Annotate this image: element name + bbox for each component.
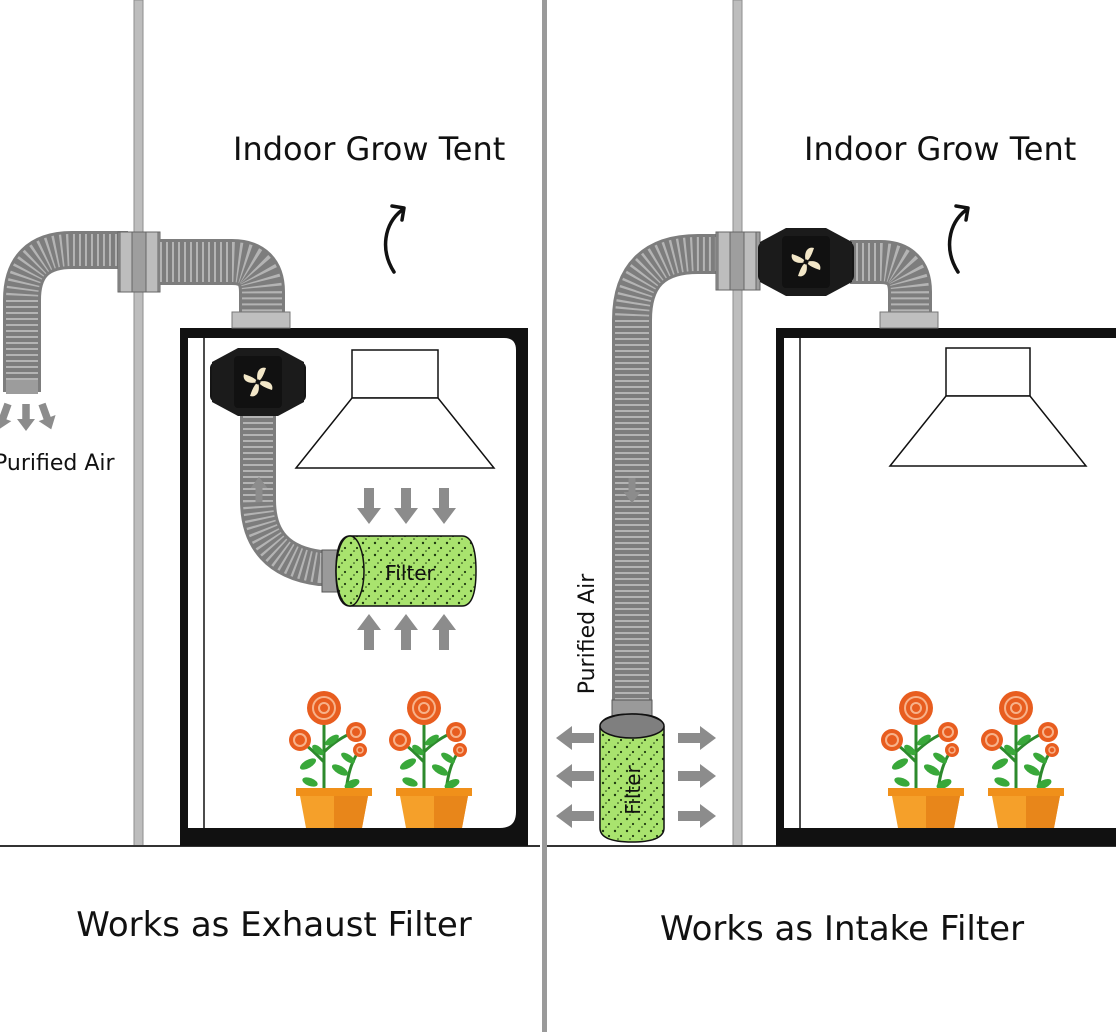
arrow-icon	[556, 804, 594, 828]
wall-post	[732, 0, 743, 847]
wall-post	[133, 0, 144, 847]
exhaust-duct	[3, 231, 342, 586]
filter-label: Filter	[385, 561, 435, 585]
arrow-icon	[678, 804, 716, 828]
flower-pot-icon	[979, 689, 1066, 830]
arrow-icon	[17, 404, 35, 431]
arrow-icon	[678, 726, 716, 750]
arrow-icon	[33, 400, 60, 433]
tent-label: Indoor Grow Tent	[233, 130, 505, 168]
intake-arrows-right	[678, 726, 716, 828]
right-panel: Filter Purified Air Indoor Grow Tent Wor…	[547, 0, 1116, 949]
grow-light-icon	[294, 349, 496, 469]
grow-light-icon	[888, 347, 1088, 467]
filter-label: Filter	[621, 764, 645, 814]
arrow-icon	[678, 764, 716, 788]
purified-air-label: Purified Air	[575, 573, 600, 694]
fan-icon	[758, 228, 854, 296]
purified-air-label: Purified Air	[0, 451, 115, 476]
caption-intake: Works as Intake Filter	[660, 909, 1024, 949]
curved-arrow-icon	[383, 208, 404, 274]
grow-tent	[776, 328, 1116, 846]
intake-arrows-bottom	[357, 614, 456, 650]
carbon-filter: Filter	[599, 699, 665, 843]
intake-arrows-left	[556, 726, 594, 828]
tent-label: Indoor Grow Tent	[804, 130, 1076, 168]
intake-duct	[612, 231, 939, 712]
carbon-filter: Filter	[321, 535, 477, 607]
panel-divider	[542, 0, 547, 1032]
arrow-icon	[556, 764, 594, 788]
curved-arrow-icon	[947, 208, 968, 274]
arrow-icon	[556, 726, 594, 750]
left-panel: Filter Purified Air Indoor Grow Tent	[0, 0, 540, 945]
fan-icon	[210, 348, 306, 416]
caption-exhaust: Works as Exhaust Filter	[76, 905, 472, 945]
flower-pot-icon	[879, 689, 966, 830]
intake-arrows-top	[357, 488, 456, 524]
outflow-arrows	[0, 400, 60, 433]
arrow-icon	[0, 400, 17, 433]
